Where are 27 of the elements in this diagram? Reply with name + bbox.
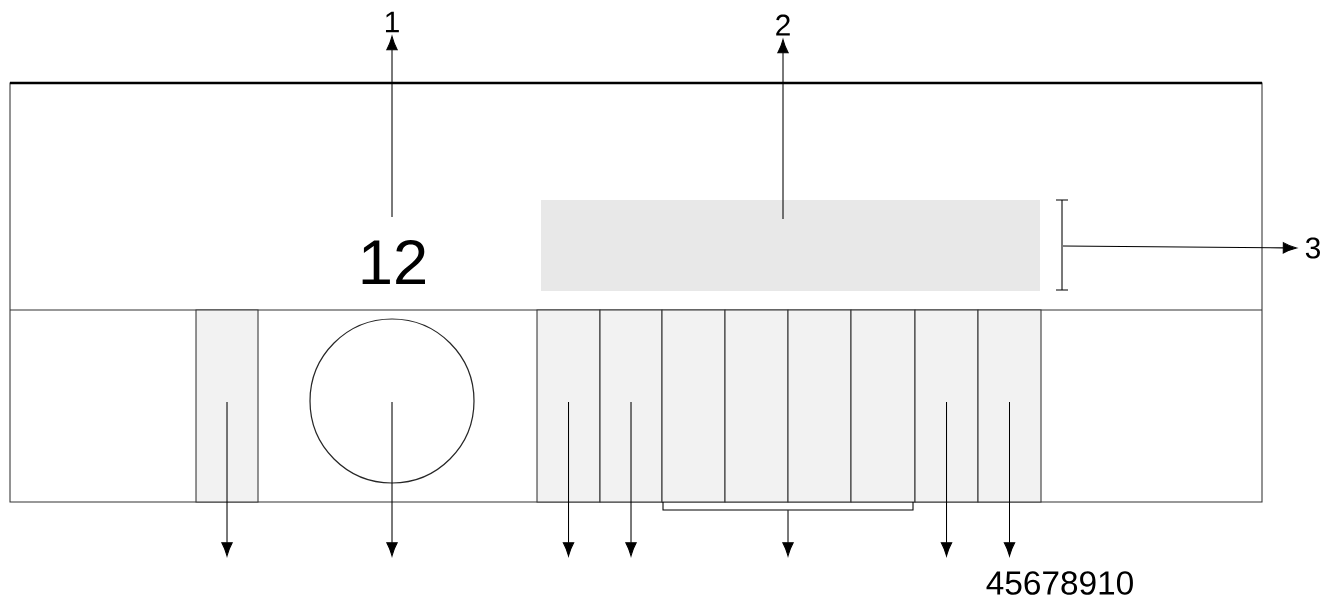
button: [536, 309, 601, 503]
leader-line: [562, 401, 575, 557]
button: [724, 309, 789, 503]
bracket: [662, 501, 914, 511]
leader-line: [386, 401, 398, 557]
callout-number: 1: [386, 11, 399, 33]
part-numbers: 45678910: [986, 571, 1133, 595]
callout-number: 2: [776, 14, 790, 36]
button: [661, 309, 726, 503]
leader-line: [1003, 401, 1016, 557]
leader-line: [782, 509, 794, 557]
leader-line: [386, 35, 398, 218]
button: [977, 309, 1042, 503]
button: [914, 309, 979, 503]
button: [850, 309, 916, 503]
leader-line: [777, 39, 789, 220]
digit-display: 12: [362, 239, 425, 285]
leader-line: [1062, 242, 1297, 254]
leader-line: [940, 401, 953, 557]
leader-line: [625, 401, 637, 557]
leader-line: [221, 401, 233, 557]
knob: [309, 318, 475, 484]
button: [787, 309, 852, 503]
text-display: [541, 200, 1040, 291]
button: [195, 309, 259, 503]
callout-number: 3: [1305, 237, 1320, 259]
button: [599, 309, 663, 503]
